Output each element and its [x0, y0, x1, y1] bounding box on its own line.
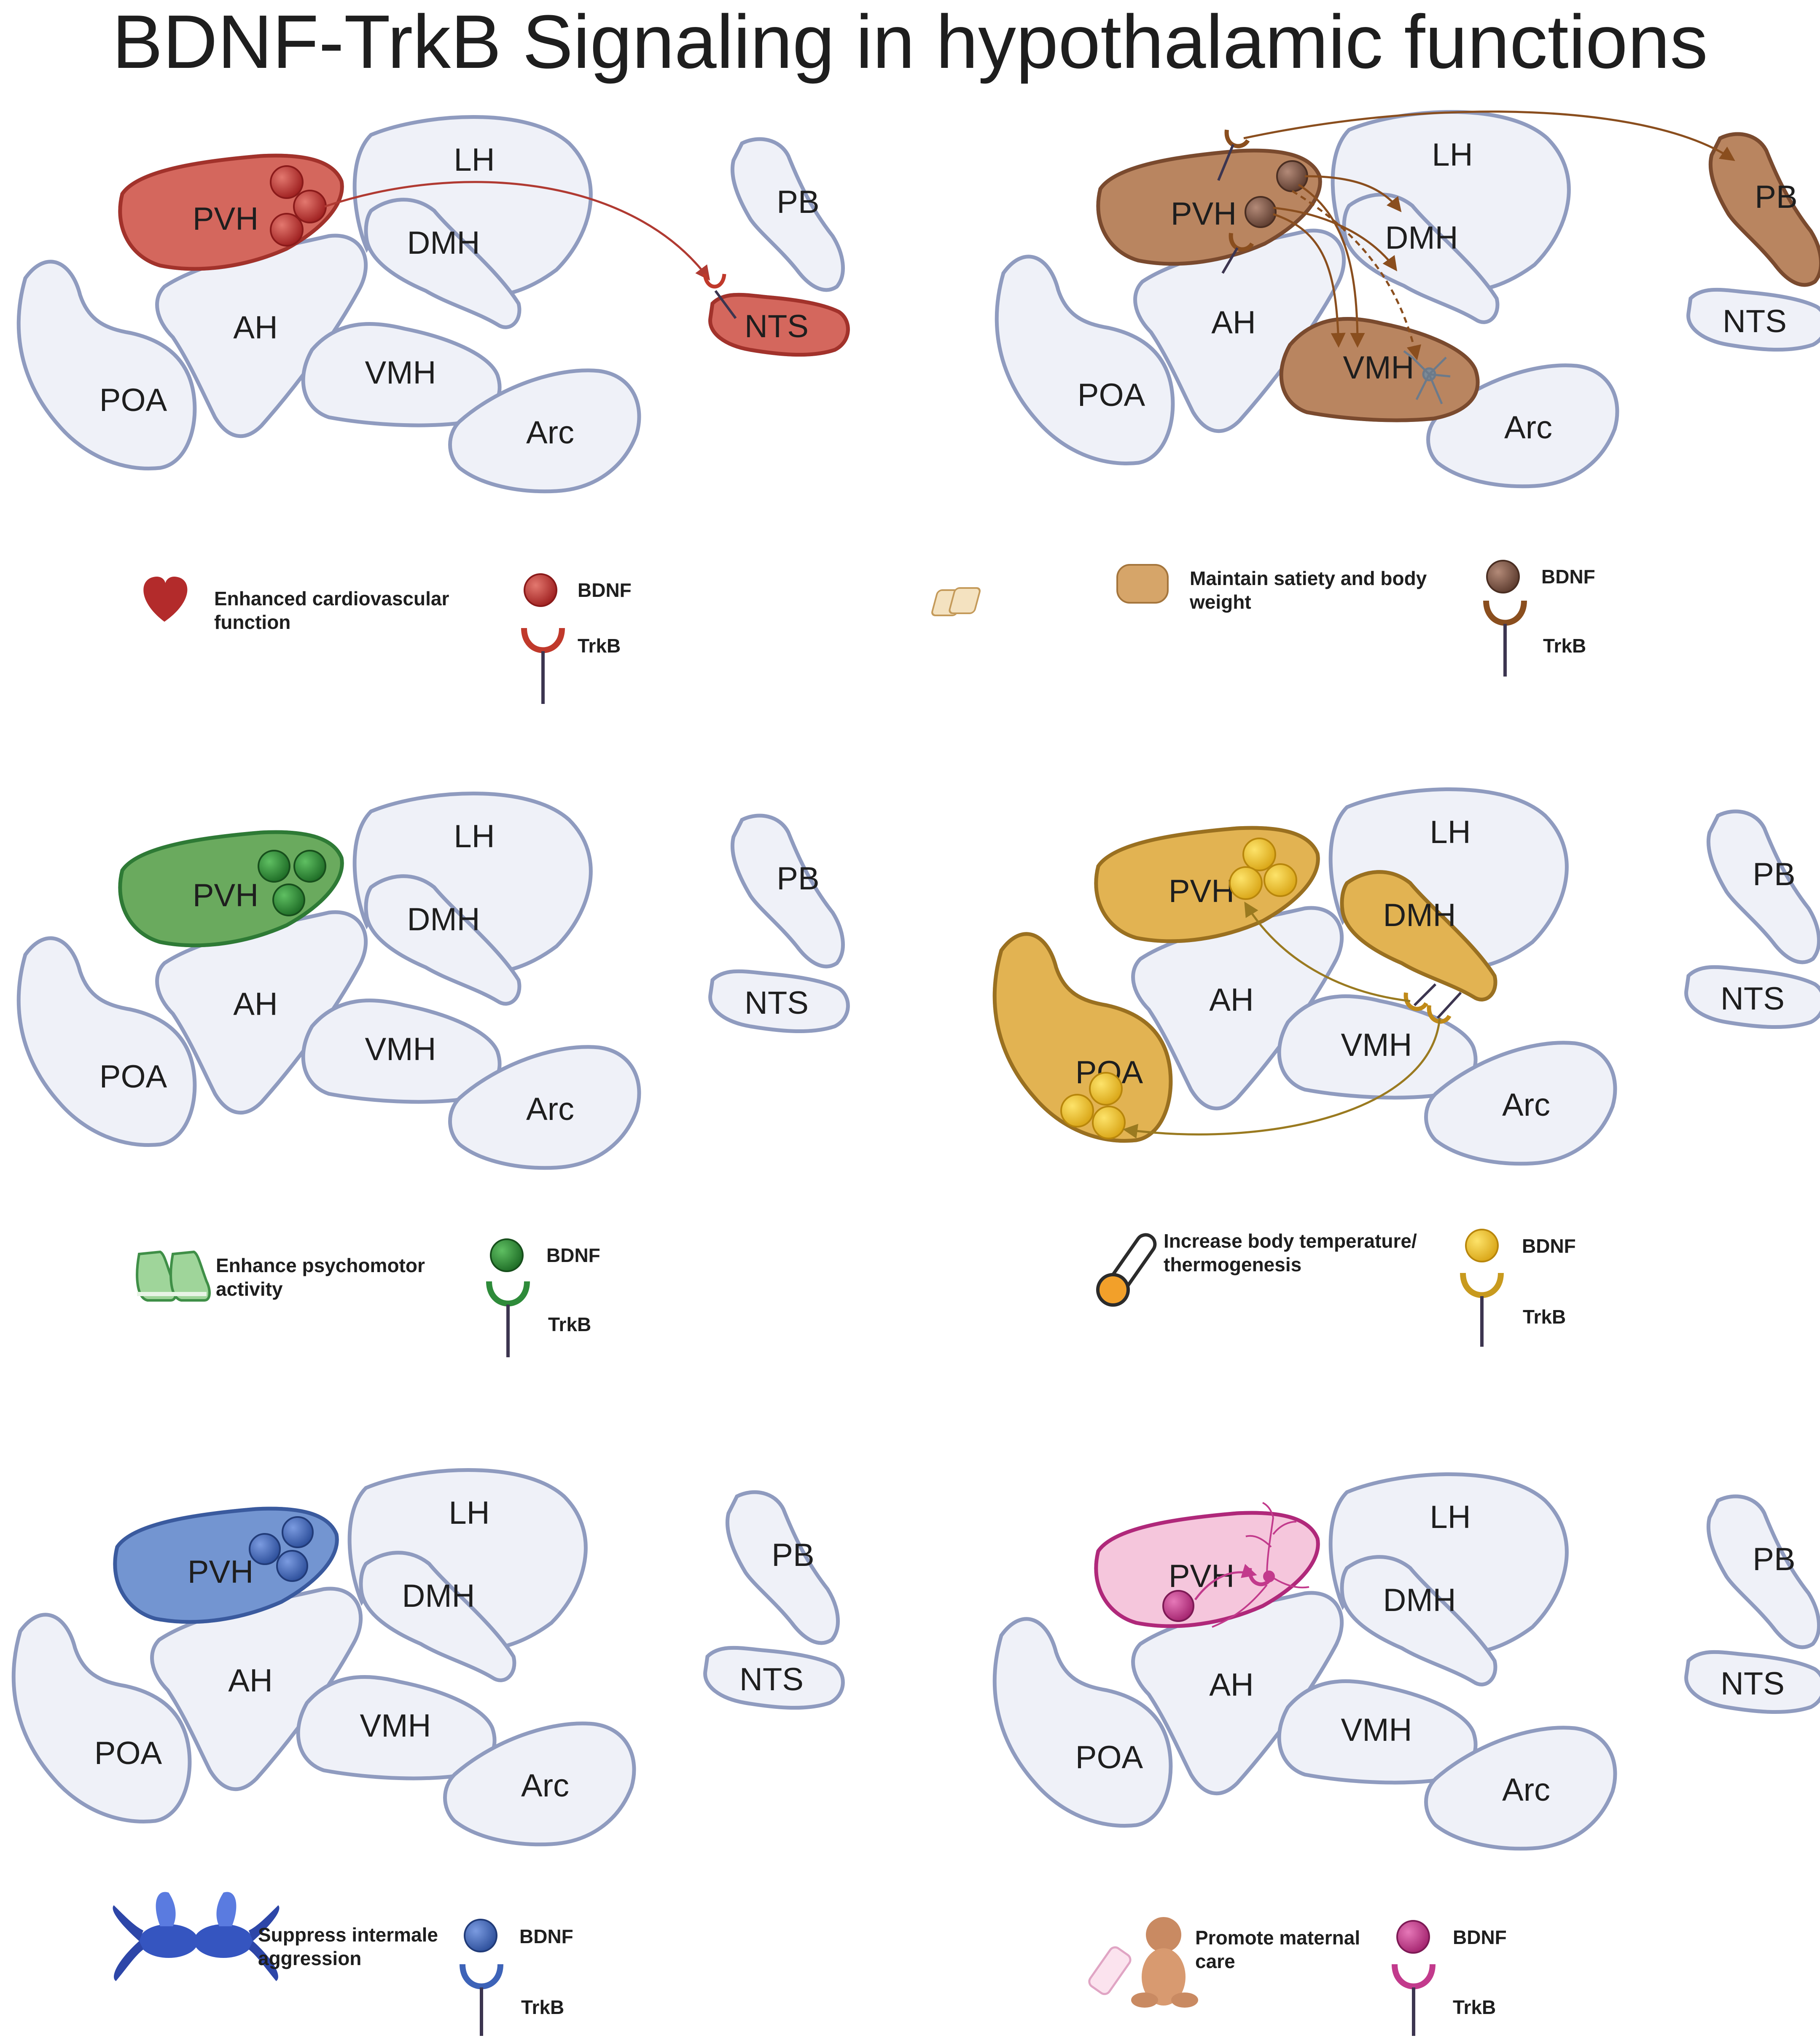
receptor-label: TrkB — [548, 1313, 591, 1335]
bread-icon — [931, 564, 1169, 616]
legend-function-text-2: function — [214, 611, 290, 633]
panel-psycho — [19, 794, 848, 1168]
legend-function-text-2: care — [1195, 1950, 1235, 1972]
neuron-icon — [1403, 350, 1451, 404]
bdnf-ligand-icon — [1396, 1920, 1430, 1954]
bdnf-ligand-icon — [524, 573, 557, 607]
ligand-label: BDNF — [1453, 1926, 1507, 1948]
bdnf-ligand-icon — [1486, 560, 1520, 593]
legend-function-text-1: Enhanced cardiovascular — [214, 588, 449, 610]
legend-function-text-1: Promote maternal — [1195, 1927, 1360, 1949]
ligand-label: BDNF — [578, 579, 632, 601]
panel-thermo — [995, 789, 1820, 1164]
panel-cardio — [19, 117, 848, 491]
thermometer-icon — [1096, 1233, 1157, 1307]
panel-aggress — [13, 1470, 843, 1845]
receptor-label: TrkB — [521, 1996, 564, 2018]
legend-psycho: Enhance psychomotor activity BDNF TrkB — [136, 1238, 600, 1357]
legend-function-text-2: thermogenesis — [1164, 1254, 1301, 1275]
trkb-receptor-icon — [521, 628, 565, 653]
sneakers-icon — [136, 1250, 211, 1302]
trkb-receptor-icon — [1392, 1964, 1436, 1990]
ligand-label: BDNF — [546, 1244, 600, 1266]
legend-function-text-1: Enhance psychomotor — [216, 1254, 425, 1276]
trkb-receptor-icon — [486, 1281, 530, 1307]
trkb-receptor-icon — [460, 1964, 503, 1990]
ligand-label: BDNF — [1541, 566, 1595, 588]
panel-maternal — [995, 1474, 1820, 1849]
heart-icon — [143, 577, 188, 622]
ligand-label: BDNF — [519, 1925, 573, 1947]
legend-maternal: Promote maternal care BDNF TrkB — [1088, 1917, 1507, 2036]
betta-fish-icon — [113, 1892, 280, 1981]
legend-thermo: Increase body temperature/ thermogenesis… — [1096, 1229, 1576, 1347]
legend-satiety: Maintain satiety and body weight BDNF Tr… — [931, 560, 1595, 677]
legend-function-text-1: Maintain satiety and body — [1190, 567, 1427, 589]
page-title: BDNF-TrkB Signaling in hypothalamic func… — [112, 0, 1708, 84]
panel-satiety — [997, 112, 1820, 486]
bdnf-ligand-icon — [490, 1238, 524, 1272]
trkb-receptor-icon — [1460, 1273, 1504, 1298]
legend-function-text-1: Increase body temperature/ — [1164, 1230, 1417, 1252]
baby-bottle-icon — [1088, 1917, 1198, 2008]
bdnf-ligand-icon — [1465, 1229, 1499, 1262]
trkb-receptor-icon — [1483, 600, 1527, 626]
legend-cardio: Enhanced cardiovascular function BDNF Tr… — [143, 573, 632, 704]
legend-function-text-2: aggression — [258, 1947, 361, 1969]
legend-function-text-2: weight — [1189, 591, 1251, 613]
legend-function-text-2: activity — [216, 1278, 283, 1300]
legend-aggress: Suppress intermale aggression BDNF TrkB — [113, 1892, 573, 2036]
pink-neuron-icon — [1212, 1502, 1309, 1628]
ligand-label: BDNF — [1522, 1235, 1576, 1257]
legend-function-text-1: Suppress intermale — [258, 1924, 438, 1946]
receptor-label: TrkB — [1523, 1306, 1566, 1328]
receptor-label: TrkB — [1453, 1996, 1496, 2018]
receptor-label: TrkB — [1543, 635, 1586, 657]
bdnf-ligand-icon — [464, 1919, 497, 1952]
receptor-label: TrkB — [578, 635, 621, 657]
